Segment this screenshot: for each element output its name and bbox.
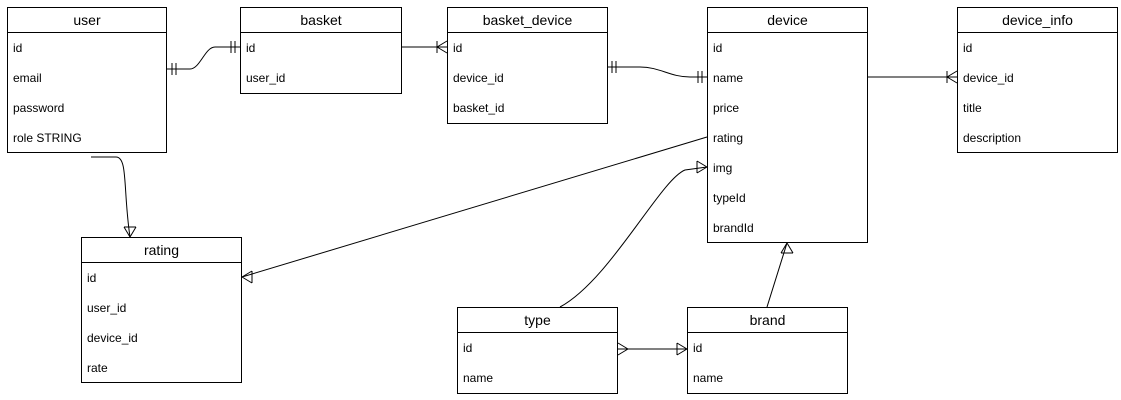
crowfoot-basket-device-top — [436, 40, 448, 48]
crowfoot-device-brand-right — [786, 242, 794, 254]
field-brand-id: brandId — [713, 221, 754, 235]
crowfoot-brand-bottom — [676, 348, 688, 356]
entity-brand[interactable]: brand id name — [687, 307, 848, 394]
crowfoot-device-type-bottom — [696, 166, 708, 174]
field-role: role STRING — [13, 131, 82, 145]
relationship-basket-device-device — [608, 66, 707, 78]
field-description: description — [963, 131, 1022, 145]
entity-title: device — [708, 8, 867, 33]
entity-title: rating — [82, 238, 241, 263]
field-device-id: device_id — [963, 71, 1014, 85]
entity-type[interactable]: type id name — [457, 307, 618, 394]
field-name: name — [463, 371, 494, 385]
crowfoot-device-info-top — [946, 70, 958, 78]
field-rating: rating — [713, 131, 744, 145]
field-img: img — [713, 161, 733, 175]
field-id: id — [463, 341, 473, 355]
entity-title: user — [8, 8, 166, 33]
entity-title: brand — [688, 308, 847, 333]
field-id: id — [246, 41, 256, 55]
field-title: title — [963, 101, 982, 115]
field-user-id: user_id — [246, 71, 286, 85]
field-id: id — [453, 41, 463, 55]
field-id: id — [713, 41, 723, 55]
field-id: id — [963, 41, 973, 55]
crowfoot-rating-device-bottom — [241, 276, 253, 284]
entity-title: device_info — [958, 8, 1117, 33]
field-device-id: device_id — [453, 71, 504, 85]
crowfoot-basket-device-bottom — [436, 46, 448, 54]
field-id: id — [13, 41, 23, 55]
crowfoot-rating-left — [123, 226, 131, 238]
many-marker-type-bottom — [617, 348, 629, 356]
relationship-user-rating — [91, 156, 131, 238]
field-name: name — [713, 71, 744, 85]
entity-title: type — [458, 308, 617, 333]
crowfoot-brand-top — [676, 342, 688, 350]
field-id: id — [693, 341, 703, 355]
entity-basket[interactable]: basket id user_id — [240, 7, 402, 94]
entity-rating[interactable]: rating id user_id device_id rate — [81, 237, 242, 383]
entity-device-info[interactable]: device_info id device_id title descripti… — [957, 7, 1118, 153]
relationship-brand-device — [766, 242, 788, 308]
field-basket-id: basket_id — [453, 101, 505, 115]
entity-basket-device[interactable]: basket_device id device_id basket_id — [447, 7, 608, 124]
relationship-device-rating — [241, 136, 708, 278]
crowfoot-device-type-top — [696, 160, 708, 168]
crowfoot-device-brand-left — [780, 242, 788, 254]
field-id: id — [87, 271, 97, 285]
field-price: price — [713, 101, 740, 115]
crowfoot-rating-right — [129, 226, 137, 238]
field-email: email — [13, 71, 42, 85]
crowfoot-rating-device-top — [241, 270, 253, 278]
field-device-id: device_id — [87, 331, 138, 345]
many-marker-type-top — [617, 342, 629, 350]
field-name: name — [693, 371, 724, 385]
field-type-id: typeId — [713, 191, 746, 205]
crowfoot-device-info-bottom — [946, 76, 958, 84]
entity-title: basket_device — [448, 8, 607, 33]
relationship-type-device — [559, 166, 708, 308]
entity-title: basket — [241, 8, 401, 33]
field-user-id: user_id — [87, 301, 127, 315]
relationship-user-basket — [167, 46, 240, 70]
entity-user[interactable]: user id email password role STRING — [7, 7, 167, 153]
field-password: password — [13, 101, 65, 115]
field-rate: rate — [87, 361, 108, 375]
entity-device[interactable]: device id name price rating img typeId b… — [707, 7, 868, 243]
